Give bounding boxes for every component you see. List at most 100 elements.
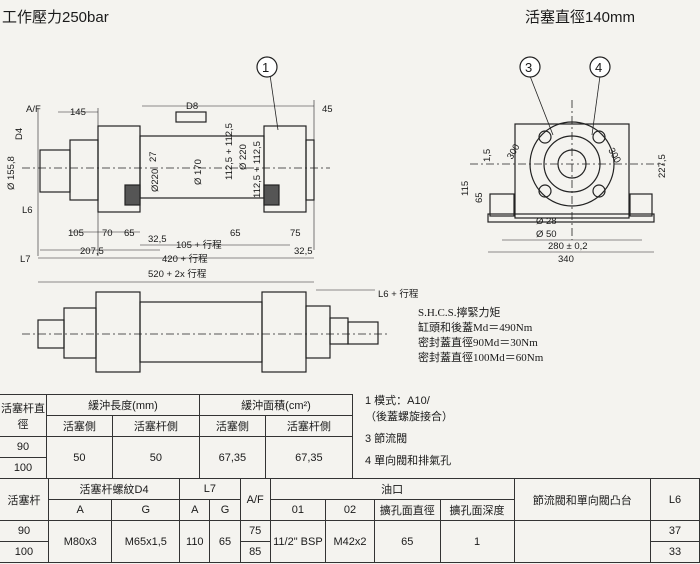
- dim-45: 45: [322, 104, 333, 115]
- t1-val-2: 50: [111, 436, 200, 479]
- rod-end-top: [39, 149, 71, 193]
- t2-sub-g2: G: [209, 499, 241, 521]
- t2-sub-02: 02: [325, 499, 375, 521]
- t2-sub-g1: G: [111, 499, 181, 521]
- torque-line-1: 缸頭和後蓋Md＝490Nm: [418, 322, 533, 334]
- cap-block-bottom: [261, 291, 307, 373]
- torque-title: S.H.C.S.擰緊力矩: [418, 307, 501, 319]
- t1-head-length: 緩沖長度(mm): [46, 394, 200, 416]
- dim-d155: Ø 155,8: [6, 156, 17, 190]
- t2-val-g2: 65: [209, 520, 241, 563]
- t1-val-4: 67,35: [264, 436, 354, 479]
- t2-sub-bore-dia: 擴孔面直徑: [373, 499, 441, 521]
- t2-val-01: 11/2" BSP: [269, 520, 327, 563]
- t2-head-oil: 油口: [269, 478, 515, 500]
- torque-notes: S.H.C.S.擰緊力矩 缸頭和後蓋Md＝490Nm 密封蓋直徑90Md＝30N…: [418, 306, 543, 366]
- t1-val-1: 50: [46, 436, 113, 479]
- legend-notes: 1 模式：A10/ （後蓋螺旋接合） 3 節流閥 4 單向閥和排氣孔: [365, 390, 453, 472]
- dim-r227: 227,5: [657, 154, 668, 178]
- pressure-title: 工作壓力250bar: [2, 9, 109, 26]
- legend-3: 3 節流閥: [365, 433, 408, 445]
- t2-sub-bore-depth: 擴孔面深度: [439, 499, 515, 521]
- dim-r28: Ø 28: [536, 216, 557, 227]
- t2-head-valve: 節流閥和單向閥凸台: [513, 478, 651, 521]
- dim-l7: L7: [20, 254, 31, 265]
- t2-head-l6: L6: [649, 478, 700, 521]
- dim-r115: 115: [460, 181, 471, 196]
- dim-l6: L6: [22, 205, 33, 216]
- dim-65: 65: [124, 228, 135, 239]
- t2-sub-a1: A: [47, 499, 113, 521]
- callout-1-circle: [256, 56, 278, 78]
- barrel-bottom: [139, 301, 263, 363]
- t1-sub-3: 活塞側: [198, 415, 266, 437]
- callout-1-label: 1: [262, 60, 269, 75]
- dim-d4: D4: [14, 128, 25, 140]
- piston-diameter-title: 活塞直徑140mm: [525, 9, 636, 26]
- t2-af-100: 85: [239, 541, 271, 563]
- dim-220b: Ø 220: [238, 144, 249, 170]
- dim-112: 112,5 + 112,5: [224, 123, 235, 180]
- t2-head-thread: 活塞杆螺紋D4: [47, 478, 181, 500]
- dim-r15: 1,5: [482, 149, 493, 162]
- t1-sub-2: 活塞杆側: [111, 415, 200, 437]
- dim-r50: Ø 50: [536, 229, 557, 240]
- t2-val-a1: M80x3: [47, 520, 113, 563]
- callout-3-circle: [519, 56, 541, 78]
- t2-rod-90: 90: [0, 520, 49, 542]
- callout-4-label: 4: [595, 60, 602, 75]
- dim-520s: 520 + 2x 行程: [148, 268, 207, 280]
- dim-75: 75: [290, 228, 301, 239]
- callout-4-circle: [589, 56, 611, 78]
- t2-val-02: M42x2: [325, 520, 375, 563]
- t1-sub-1: 活塞側: [46, 415, 113, 437]
- t2-l6-90: 37: [649, 520, 700, 542]
- dim-65b: 65: [230, 228, 241, 239]
- head-block-bottom: [95, 291, 141, 373]
- dim-d8: D8: [186, 101, 198, 112]
- legend-1b: （後蓋螺旋接合）: [365, 411, 453, 423]
- t2-sub-01: 01: [269, 499, 327, 521]
- t1-val-3: 67,35: [198, 436, 266, 479]
- dim-207: 207,5: [80, 246, 104, 257]
- t1-rod-100: 100: [0, 457, 47, 479]
- legend-4: 4 單向閥和排氣孔: [365, 455, 452, 467]
- dim-r300b: 300: [605, 146, 622, 165]
- dim-170: Ø 170: [193, 159, 204, 185]
- t2-val-g1: M65x1,5: [111, 520, 181, 563]
- torque-line-2: 密封蓋直徑90Md＝30Nm: [418, 337, 538, 349]
- t2-head-l7: L7: [179, 478, 241, 500]
- t1-rod-90: 90: [0, 436, 47, 458]
- dim-420s: 420 + 行程: [162, 253, 208, 265]
- dim-r300a: 300: [505, 142, 522, 161]
- t2-head-af: A/F: [239, 478, 271, 521]
- t2-val-bore-dia: 65: [373, 520, 441, 563]
- cushion-table: 活塞杆直徑 緩沖長度(mm) 緩沖面積(cm²) 活塞側 活塞杆側 活塞側 活塞…: [0, 394, 354, 479]
- dim-r65: 65: [474, 192, 485, 203]
- dim-r340: 340: [558, 254, 574, 265]
- dim-220a: Ø220: [150, 169, 161, 192]
- t2-val-a2: 110: [179, 520, 211, 563]
- thread-port-table: 活塞杆 活塞杆螺紋D4 L7 A/F 油口 節流閥和單向閥凸台 L6 A G A…: [0, 478, 700, 563]
- t2-l6-100: 33: [649, 541, 700, 563]
- dim-70: 70: [102, 228, 113, 239]
- dim-145: 145: [70, 107, 86, 118]
- t2-head-rod: 活塞杆: [0, 478, 49, 521]
- t1-sub-4: 活塞杆側: [264, 415, 354, 437]
- t1-head-area: 緩沖面積(cm²): [198, 394, 354, 416]
- t2-rod-100: 100: [0, 541, 49, 563]
- torque-line-3: 密封蓋直徑100Md＝60Nm: [418, 352, 544, 364]
- t2-af-90: 75: [239, 520, 271, 542]
- t1-head-rod: 活塞杆直徑: [0, 394, 47, 437]
- dim-l6s: L6 + 行程: [378, 288, 419, 300]
- dim-32a: 32,5: [148, 234, 167, 245]
- legend-1: 1 模式：A10/: [365, 395, 430, 407]
- dim-105: 105: [68, 228, 84, 239]
- t2-val-bore-depth: 1: [439, 520, 515, 563]
- dim-112b: 112,5 + 112,5: [252, 141, 263, 198]
- dim-r280: 280 ± 0,2: [548, 241, 588, 252]
- dim-105s: 105 + 行程: [176, 239, 222, 251]
- dim-27: 27: [148, 151, 159, 162]
- t2-val-valve: [513, 520, 651, 563]
